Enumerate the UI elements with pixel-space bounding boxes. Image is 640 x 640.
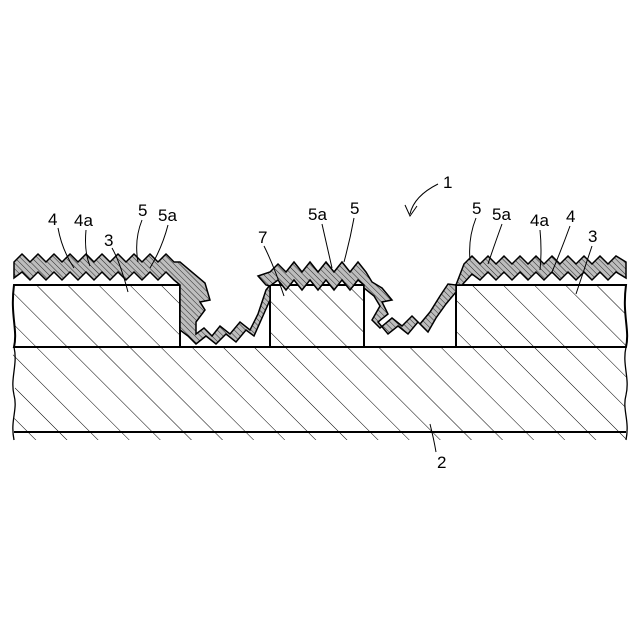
label-4-left: 4 [48,210,57,229]
label-7: 7 [258,228,267,247]
label-5-right: 5 [472,199,481,218]
label-4-right: 4 [566,207,575,226]
leader-line-5a-center [322,224,332,268]
label-5a-right: 5a [492,205,511,224]
right-block [456,285,627,347]
center-block-body [270,285,364,347]
label-4a-right: 4a [530,211,549,230]
center-block [270,285,364,347]
label-4a-left: 4a [74,211,93,230]
label-5-left: 5 [138,201,147,220]
right-block-body [456,285,627,347]
substrate-body [13,347,627,440]
left-block [13,285,180,347]
label-5a-center: 5a [308,205,327,224]
leader-line-5-right [470,218,476,260]
label-3-left: 3 [104,231,113,250]
label-5-center: 5 [350,199,359,218]
left-block-body [13,285,180,347]
leader-line-5-left [137,220,142,262]
label-3-right: 3 [588,227,597,246]
drawing-layer: 1 2 3 3 4 4a 5 5a 7 5a 5 5 5a 4a 4 [13,173,627,472]
leader-line-5a-right [488,224,502,264]
substrate [13,347,627,440]
label-1: 1 [443,173,452,192]
leader-line-5-center [344,218,354,262]
label-5a-left: 5a [158,206,177,225]
label-2: 2 [437,453,446,472]
leader-line-4a-right [540,230,541,270]
